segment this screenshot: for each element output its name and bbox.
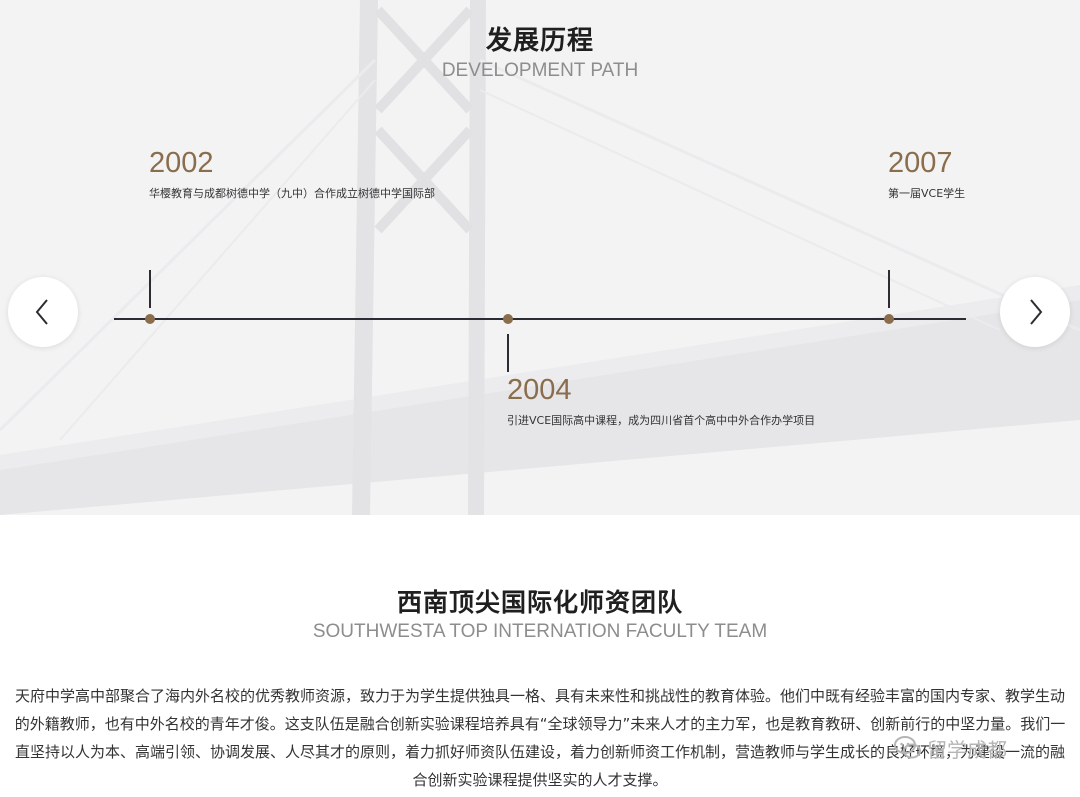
milestone-year: 2002 (149, 147, 214, 179)
section-subtitle: DEVELOPMENT PATH (441, 60, 639, 81)
timeline-dot[interactable] (884, 314, 894, 324)
section-title: 发展历程 (485, 26, 594, 56)
wechat-icon (894, 736, 921, 759)
timeline-dot[interactable] (503, 314, 513, 324)
watermark: 留学成都 (893, 733, 1007, 763)
section-title: 西南顶尖国际化师资团队 (396, 588, 683, 617)
timeline-tick (149, 270, 151, 308)
faculty-description: 天府中学高中部聚合了海内外名校的优秀教师资源，致力于为学生提供独具一格、具有未来… (14, 687, 1066, 789)
milestone-description: 第一届VCE学生 (888, 187, 965, 200)
next-button[interactable] (1000, 277, 1070, 347)
chevron-left-icon (35, 299, 48, 325)
bridge-background-image (0, 0, 1080, 515)
timeline-tick (507, 334, 509, 372)
milestone-description: 引进VCE国际高中课程，成为四川省首个高中中外合作办学项目 (507, 414, 816, 427)
milestone-year: 2007 (888, 147, 953, 179)
development-path-section: 发展历程 DEVELOPMENT PATH 2002 华樱教育与成都树德中学（九… (0, 0, 1080, 515)
previous-button[interactable] (8, 277, 78, 347)
timeline-axis (114, 318, 966, 320)
milestone-description: 华樱教育与成都树德中学（九中）合作成立树德中学国际部 (149, 187, 435, 200)
milestone-year: 2004 (507, 374, 572, 406)
timeline-dot[interactable] (145, 314, 155, 324)
timeline-tick (888, 270, 890, 308)
watermark-text: 留学成都 (927, 737, 1007, 762)
chevron-right-icon (1030, 299, 1043, 325)
section-subtitle: SOUTHWESTA TOP INTERNATION FACULTY TEAM (312, 621, 768, 642)
